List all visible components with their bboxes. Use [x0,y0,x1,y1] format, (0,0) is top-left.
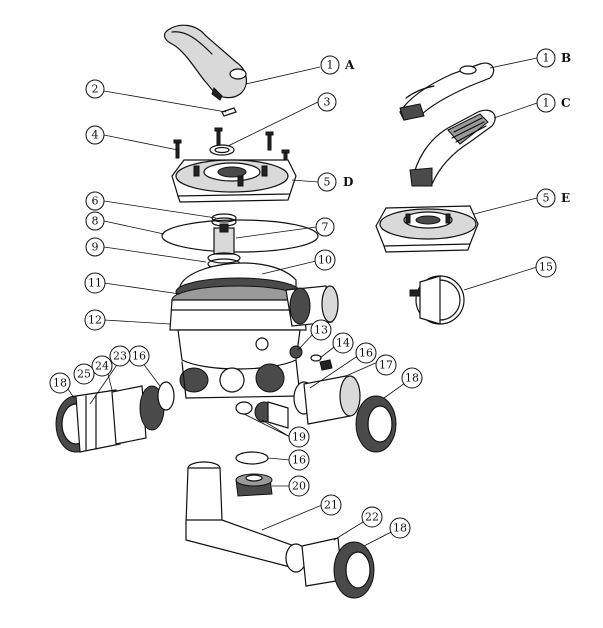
callout-number: 1 [327,59,334,72]
callout-number: 1 [543,97,550,110]
callout-number: 8 [92,215,99,228]
callout-number: 2 [92,83,99,96]
callout-17: 17 [375,354,397,376]
elbow-pipe [185,461,307,573]
handle-a [163,24,247,101]
callout-18-left: 18 [49,372,71,394]
callout-number: 10 [318,254,332,267]
callout-number: 25 [77,368,91,381]
handle-c [409,109,496,187]
callout-7: 7 [315,217,335,237]
valve-body [169,262,339,399]
callout-number: 22 [365,511,379,524]
callout-number: 7 [322,221,329,234]
callout-number: 18 [53,377,67,390]
callout-variant: C [561,96,571,110]
callout-number: 19 [292,431,306,444]
callout-number: 21 [324,499,338,512]
callout-5-e: 5 E [536,188,570,208]
callout-number: 5 [543,192,550,205]
callout-variant: D [343,175,353,189]
callout-number: 18 [405,372,419,385]
callout-number: 4 [92,129,99,142]
callout-10: 10 [314,249,336,271]
callout-24: 24 [91,355,113,377]
callout-21: 21 [320,494,342,516]
right-union-assembly [293,375,397,453]
callout-4: 4 [85,125,105,145]
adapter-nut [235,473,273,497]
callout-number: 1 [543,52,550,65]
callout-25: 25 [73,363,95,385]
callout-9: 9 [85,237,105,257]
loose-o-ring [235,451,269,465]
callout-number: 9 [92,241,99,254]
pin-part [221,107,237,117]
valve-cover-d [171,159,297,203]
callout-11: 11 [84,272,106,294]
callout-12: 12 [84,309,106,331]
callout-13: 13 [310,319,332,341]
callout-23: 23 [109,345,131,367]
callout-18-bottom: 18 [389,517,411,539]
callouts: 1 A 1 B 1 C 2 3 4 5 D [49,48,571,539]
callout-number: 18 [393,522,407,535]
valve-cover-e [375,205,479,253]
callout-number: 12 [88,314,102,327]
callout-19: 19 [288,426,310,448]
callout-number: 23 [113,350,127,363]
callout-number: 16 [359,347,373,360]
washer-ring [209,144,235,156]
callout-number: 14 [336,337,350,350]
callout-number: 5 [324,176,331,189]
drain-plug [289,345,333,371]
callout-18-right: 18 [401,367,423,389]
callout-1-a: 1 A [320,55,355,75]
callout-number: 11 [88,277,102,290]
callout-number: 24 [95,360,109,373]
callout-variant: B [561,51,571,65]
callout-variant: A [344,58,355,72]
callout-number: 16 [292,454,306,467]
callout-number: 15 [539,261,553,274]
callout-16-right: 16 [355,342,377,364]
spring-and-seals [161,213,319,270]
callout-15: 15 [535,256,557,278]
callout-14: 14 [332,332,354,354]
callout-variant: E [561,191,570,205]
o-ring-set [235,401,289,429]
bottom-union-assembly [301,537,375,599]
callout-16-left: 16 [128,345,150,367]
callout-number: 13 [314,324,328,337]
callout-5-d: 5 D [317,172,353,192]
callout-number: 3 [324,96,331,109]
pressure-gauge [409,275,465,325]
callout-1-b: 1 B [536,48,571,68]
handle-b [399,62,495,121]
callout-16-middle: 16 [288,449,310,471]
callout-number: 20 [292,480,306,493]
callout-8: 8 [85,211,105,231]
left-union-assembly [55,381,175,453]
callout-number: 16 [132,350,146,363]
callout-20: 20 [288,475,310,497]
callout-number: 17 [379,359,393,372]
callout-2: 2 [85,79,105,99]
callout-1-c: 1 C [536,93,571,113]
callout-22: 22 [361,506,383,528]
callout-6: 6 [85,191,105,211]
callout-number: 6 [92,195,99,208]
callout-3: 3 [317,92,337,112]
